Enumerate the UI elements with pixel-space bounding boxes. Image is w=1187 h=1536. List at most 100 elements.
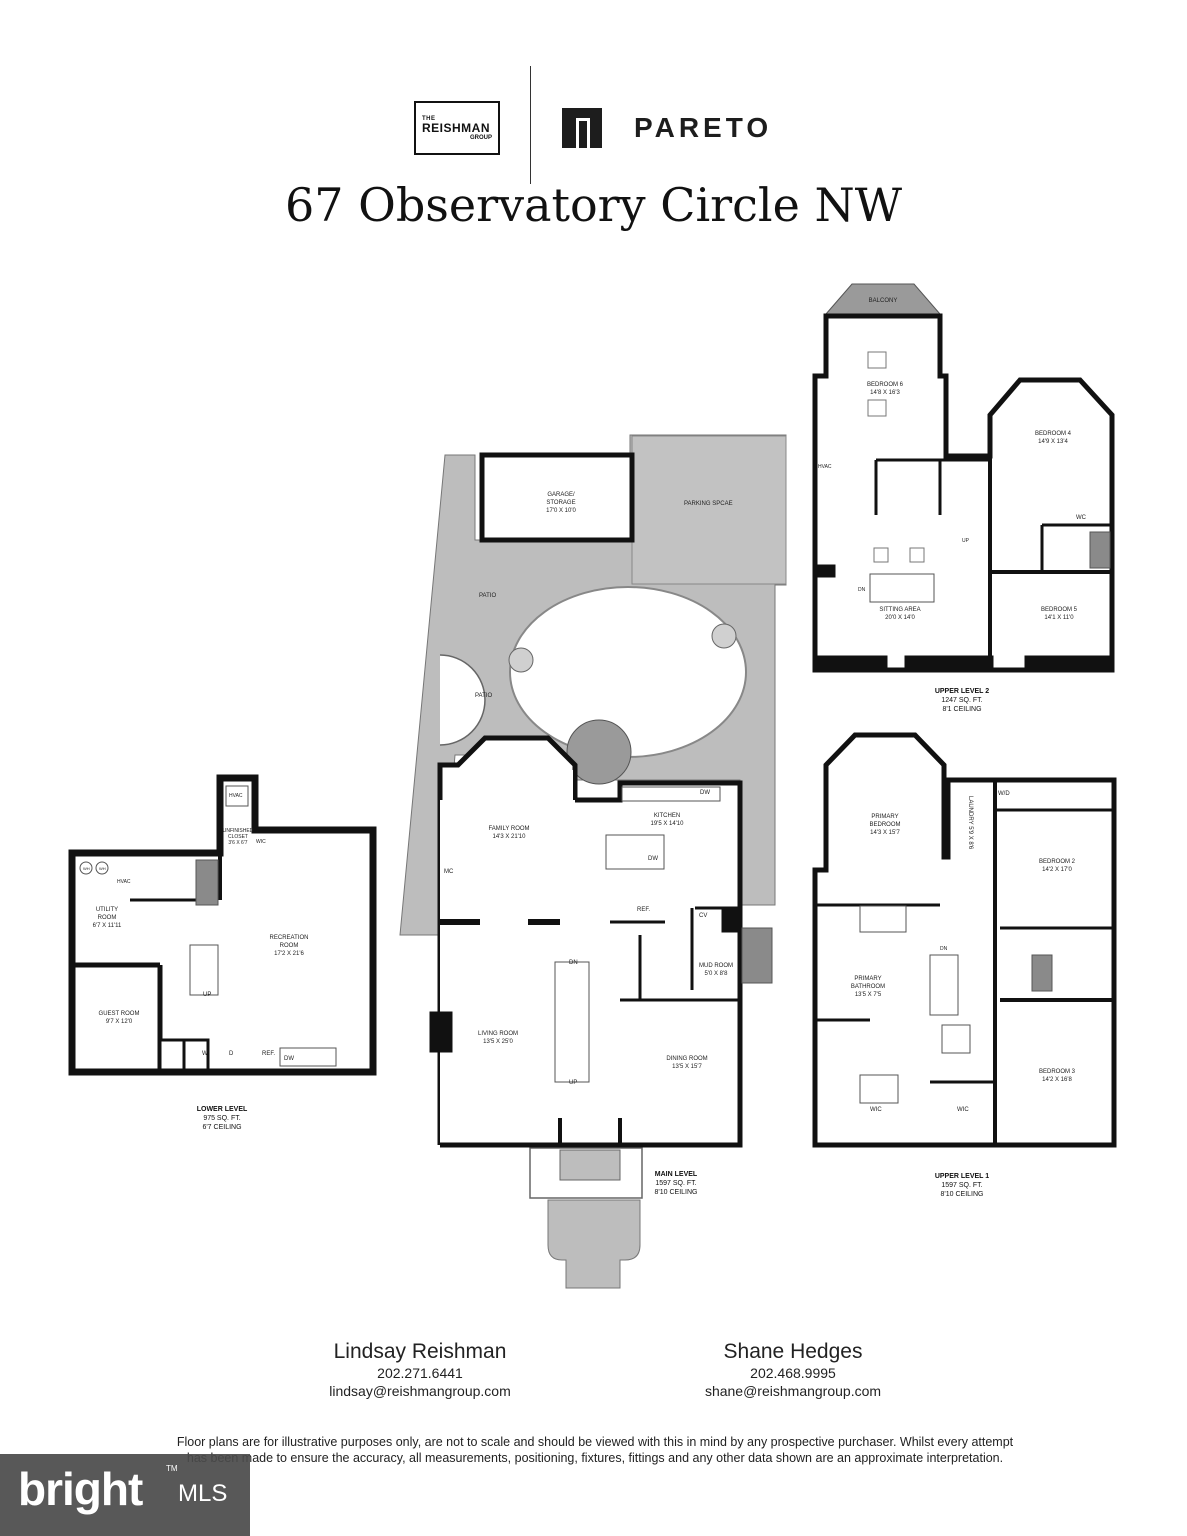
laundry-dims: 5'9 x 8'6	[967, 826, 973, 850]
upper1-wic-label: WIC	[957, 1107, 969, 1113]
family-room-name: FAMILY ROOM	[488, 826, 530, 832]
family-room-dims: 14'3 x 21'10	[492, 834, 526, 840]
disclaimer: Floor plans are for illustrative purpose…	[90, 1434, 1100, 1466]
primary-bathroom-label: PRIMARY BATHROOM 13'5 x 7'5	[846, 975, 890, 999]
primary-bedroom-label: PRIMARY BEDROOM 14'3 x 15'7	[862, 813, 908, 837]
pareto-logo-text: PARETO	[634, 112, 773, 143]
washer-label: W	[202, 1051, 208, 1057]
contact-email[interactable]: shane@reishmangroup.com	[704, 1383, 882, 1399]
water-heater-label-2: WH	[99, 866, 106, 871]
main-level-sqft: 1597 SQ. FT.	[655, 1180, 697, 1187]
primary-wic-label: WIC	[870, 1107, 882, 1113]
lower-level-ceiling: 6'7 CEILING	[202, 1124, 242, 1131]
hvac-label-utility: HVAC	[117, 879, 131, 885]
mc-label: MC	[444, 869, 454, 875]
lower-wic-label: WIC	[256, 839, 266, 845]
utility-room-label: UTILITY ROOM 6'7 x 11'11	[86, 906, 128, 930]
primary-bedroom-dims: 14'3 x 15'7	[870, 830, 900, 836]
garage-walls	[479, 452, 635, 543]
guest-room-label: GUEST ROOM 9'7 x 12'0	[96, 1010, 142, 1026]
bright-mls-trademark: TM	[166, 1464, 178, 1473]
laundry-name: LAUNDRY	[967, 796, 973, 825]
upper-level-1-walls	[812, 732, 1117, 1148]
utility-room-name: UTILITY ROOM	[95, 907, 119, 921]
bedroom-6-name: BEDROOM 6	[866, 382, 903, 388]
kitchen-dims: 19'5 x 14'10	[650, 821, 684, 827]
contact-name: Lindsay Reishman	[333, 1340, 507, 1363]
kitchen-name: KITCHEN	[653, 813, 681, 819]
bedroom-4-label: BEDROOM 4 14'9 x 13'4	[1030, 430, 1076, 446]
contact-phone[interactable]: 202.271.6441	[377, 1365, 463, 1381]
bright-mls-logo-word: bright	[18, 1463, 143, 1515]
lower-dishwasher-label: DW	[284, 1056, 294, 1062]
recreation-room-label: RECREATION ROOM 17'2 x 21'6	[264, 934, 314, 958]
logo-line-the: THE	[422, 115, 436, 122]
main-level-ceiling: 8'10 CEILING	[654, 1189, 698, 1196]
bedroom-2-name: BEDROOM 2	[1038, 859, 1075, 865]
bedroom-3-dims: 14'2 x 16'8	[1042, 1077, 1072, 1083]
fridge-label: REF.	[637, 907, 651, 913]
lower-stairs-up-label: UP	[203, 992, 212, 998]
lower-fridge-label: REF.	[262, 1051, 276, 1057]
lower-level-walls	[68, 774, 377, 1076]
bedroom-3-name: BEDROOM 3	[1038, 1069, 1075, 1075]
bedroom-6-dims: 14'8 x 16'3	[870, 390, 900, 396]
stairs-down-label: DN	[569, 960, 578, 966]
garage-name: GARAGE/ STORAGE	[546, 492, 576, 506]
lower-level-caption: LOWER LEVEL 975 SQ. FT. 6'7 CEILING	[190, 1105, 254, 1132]
guest-room-name: GUEST ROOM	[98, 1011, 140, 1017]
contact-phone[interactable]: 202.468.9995	[750, 1365, 836, 1381]
primary-bathroom-dims: 13'5 x 7'5	[854, 992, 882, 998]
cv-label: CV	[699, 913, 708, 919]
sitting-area-dims: 20'0 x 14'0	[885, 615, 915, 621]
unfinished-closet-dims: 3'6 x 6'7	[228, 840, 248, 846]
disclaimer-line-2: has been made to ensure the accuracy, al…	[186, 1451, 1004, 1465]
recreation-room-dims: 17'2 x 21'6	[274, 951, 304, 957]
unfinished-closet-label: UNFINISHED CLOSET 3'6 x 6'7	[222, 828, 254, 846]
garage-dims: 17'0 x 10'0	[546, 508, 576, 514]
lower-level-name: LOWER LEVEL	[196, 1106, 248, 1113]
utility-room-dims: 6'7 x 11'11	[92, 923, 122, 929]
guest-room-dims: 9'7 x 12'0	[105, 1019, 133, 1025]
living-room-label: LIVING ROOM 13'5 x 25'0	[478, 1030, 518, 1046]
lower-level-sqft: 975 SQ. FT.	[203, 1115, 241, 1122]
patio-label-upper: PATIO	[479, 593, 497, 599]
upper1-stairs-down-label: DN	[940, 946, 948, 952]
contact-card: Lindsay Reishman 202.271.6441 lindsay@re…	[290, 1339, 550, 1400]
sitting-area-name: SITTING AREA	[879, 607, 921, 613]
main-level-caption: MAIN LEVEL 1597 SQ. FT. 8'10 CEILING	[646, 1170, 706, 1197]
bedroom-5-name: BEDROOM 5	[1040, 607, 1077, 613]
dishwasher-label-island: DW	[648, 856, 658, 862]
contact-email[interactable]: lindsay@reishmangroup.com	[329, 1383, 511, 1399]
patio-label-lower: PATIO	[475, 693, 493, 699]
dryer-label: D	[229, 1051, 234, 1057]
parking-label: PARKING SPCAE	[684, 501, 733, 507]
upper2-hvac-label: HVAC	[818, 464, 832, 470]
kitchen-label: KITCHEN 19'5 x 14'10	[644, 812, 690, 828]
living-room-dims: 13'5 x 25'0	[483, 1039, 513, 1045]
recreation-room-name: RECREATION ROOM	[269, 935, 309, 949]
bedroom-5-label: BEDROOM 5 14'1 x 11'0	[1036, 606, 1082, 622]
logo-line-group: GROUP	[469, 134, 492, 141]
dishwasher-label-top: DW	[700, 790, 710, 796]
upper2-wc-label: WC	[1076, 515, 1086, 521]
bedroom-5-dims: 14'1 x 11'0	[1044, 615, 1074, 621]
disclaimer-line-1: Floor plans are for illustrative purpose…	[176, 1435, 1014, 1449]
contact-card: Shane Hedges 202.468.9995 shane@reishman…	[663, 1339, 923, 1400]
floor-plans	[68, 283, 1117, 1289]
bedroom-2-dims: 14'2 x 17'0	[1042, 867, 1072, 873]
property-title: 67 Observatory Circle NW	[284, 178, 903, 232]
upper-level-2-sqft: 1247 SQ. FT.	[941, 697, 983, 704]
family-room-label: FAMILY ROOM 14'3 x 21'10	[486, 825, 532, 841]
upper-level-1-name: UPPER LEVEL 1	[934, 1173, 990, 1180]
main-level-name: MAIN LEVEL	[654, 1171, 698, 1178]
primary-bedroom-name: PRIMARY BEDROOM	[869, 814, 901, 828]
unfinished-closet-name: UNFINISHED CLOSET	[222, 828, 254, 840]
living-room-name: LIVING ROOM	[478, 1031, 519, 1037]
laundry-label: LAUNDRY 5'9 x 8'6	[966, 796, 974, 849]
washer-dryer-label: W/D	[998, 791, 1010, 797]
mud-room-name: MUD ROOM	[699, 963, 733, 969]
garage-label: GARAGE/ STORAGE 17'0 x 10'0	[538, 491, 584, 515]
pareto-logo-icon	[562, 108, 602, 148]
logo-line-reishman: REISHMAN	[422, 120, 491, 135]
